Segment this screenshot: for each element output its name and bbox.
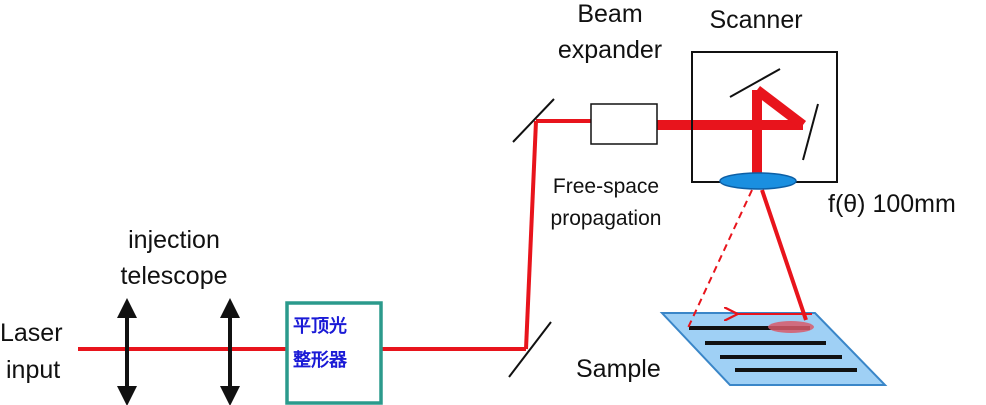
laser-input-label: Laser xyxy=(0,319,63,347)
beam-expander-label: expander xyxy=(558,36,662,64)
mirror-icon xyxy=(512,98,555,143)
free-space-label: propagation xyxy=(551,207,662,230)
laser-input-label: input xyxy=(6,356,60,384)
beam-shaper-label: 平顶光 xyxy=(293,315,347,337)
scanner-label: Scanner xyxy=(709,6,802,34)
laser-beam-path xyxy=(78,86,808,351)
injection-telescope-label: injection xyxy=(128,226,220,254)
beam-shaper-box xyxy=(285,301,383,405)
injection-telescope-label: telescope xyxy=(120,262,227,290)
focusing-lens-icon xyxy=(719,172,797,190)
sample-plate xyxy=(659,313,888,386)
beam-expander-label: Beam xyxy=(577,0,642,28)
beam-shaper-label: 整形器 xyxy=(292,349,348,371)
mirror-icon xyxy=(508,321,552,378)
sample-label: Sample xyxy=(576,355,661,383)
f-theta-label: f(θ) 100mm xyxy=(828,190,956,218)
free-space-label: Free-space xyxy=(553,175,659,198)
mirror-icon xyxy=(802,103,819,161)
mirror-icon xyxy=(729,68,781,98)
beam-expander-box xyxy=(590,103,658,145)
laser-spot xyxy=(768,321,814,333)
